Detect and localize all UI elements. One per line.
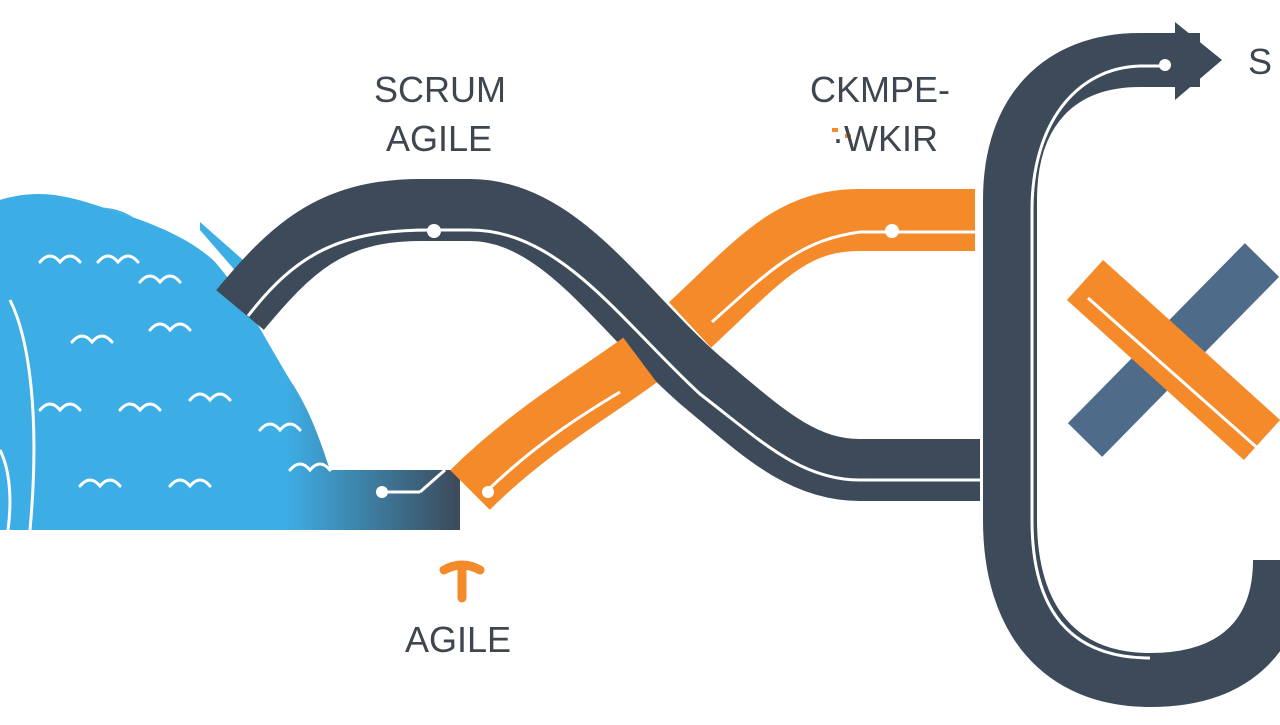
orange-mark-icon bbox=[832, 128, 851, 138]
waterfall-icon bbox=[0, 194, 460, 531]
track-node-icon bbox=[482, 486, 494, 498]
waterfall-connector bbox=[376, 468, 446, 498]
scrum-infinity-loop-icon bbox=[216, 179, 980, 501]
label-scrum: SCRUM bbox=[374, 69, 506, 110]
track-node-icon bbox=[885, 224, 899, 238]
fork-node-icon bbox=[439, 560, 485, 603]
return-loop-arrow-icon bbox=[983, 22, 1280, 708]
label-wkir: ·WKIR bbox=[832, 118, 938, 159]
label-agile-bottom: AGILE bbox=[405, 619, 512, 660]
orange-track bbox=[450, 189, 975, 510]
track-node-icon bbox=[427, 224, 441, 238]
label-agile-top: AGILE bbox=[386, 118, 493, 159]
label-ckmpe: CKMPE- bbox=[810, 69, 951, 110]
label-edge-fragment: S bbox=[1248, 41, 1273, 82]
loop-crossing bbox=[1066, 243, 1280, 461]
